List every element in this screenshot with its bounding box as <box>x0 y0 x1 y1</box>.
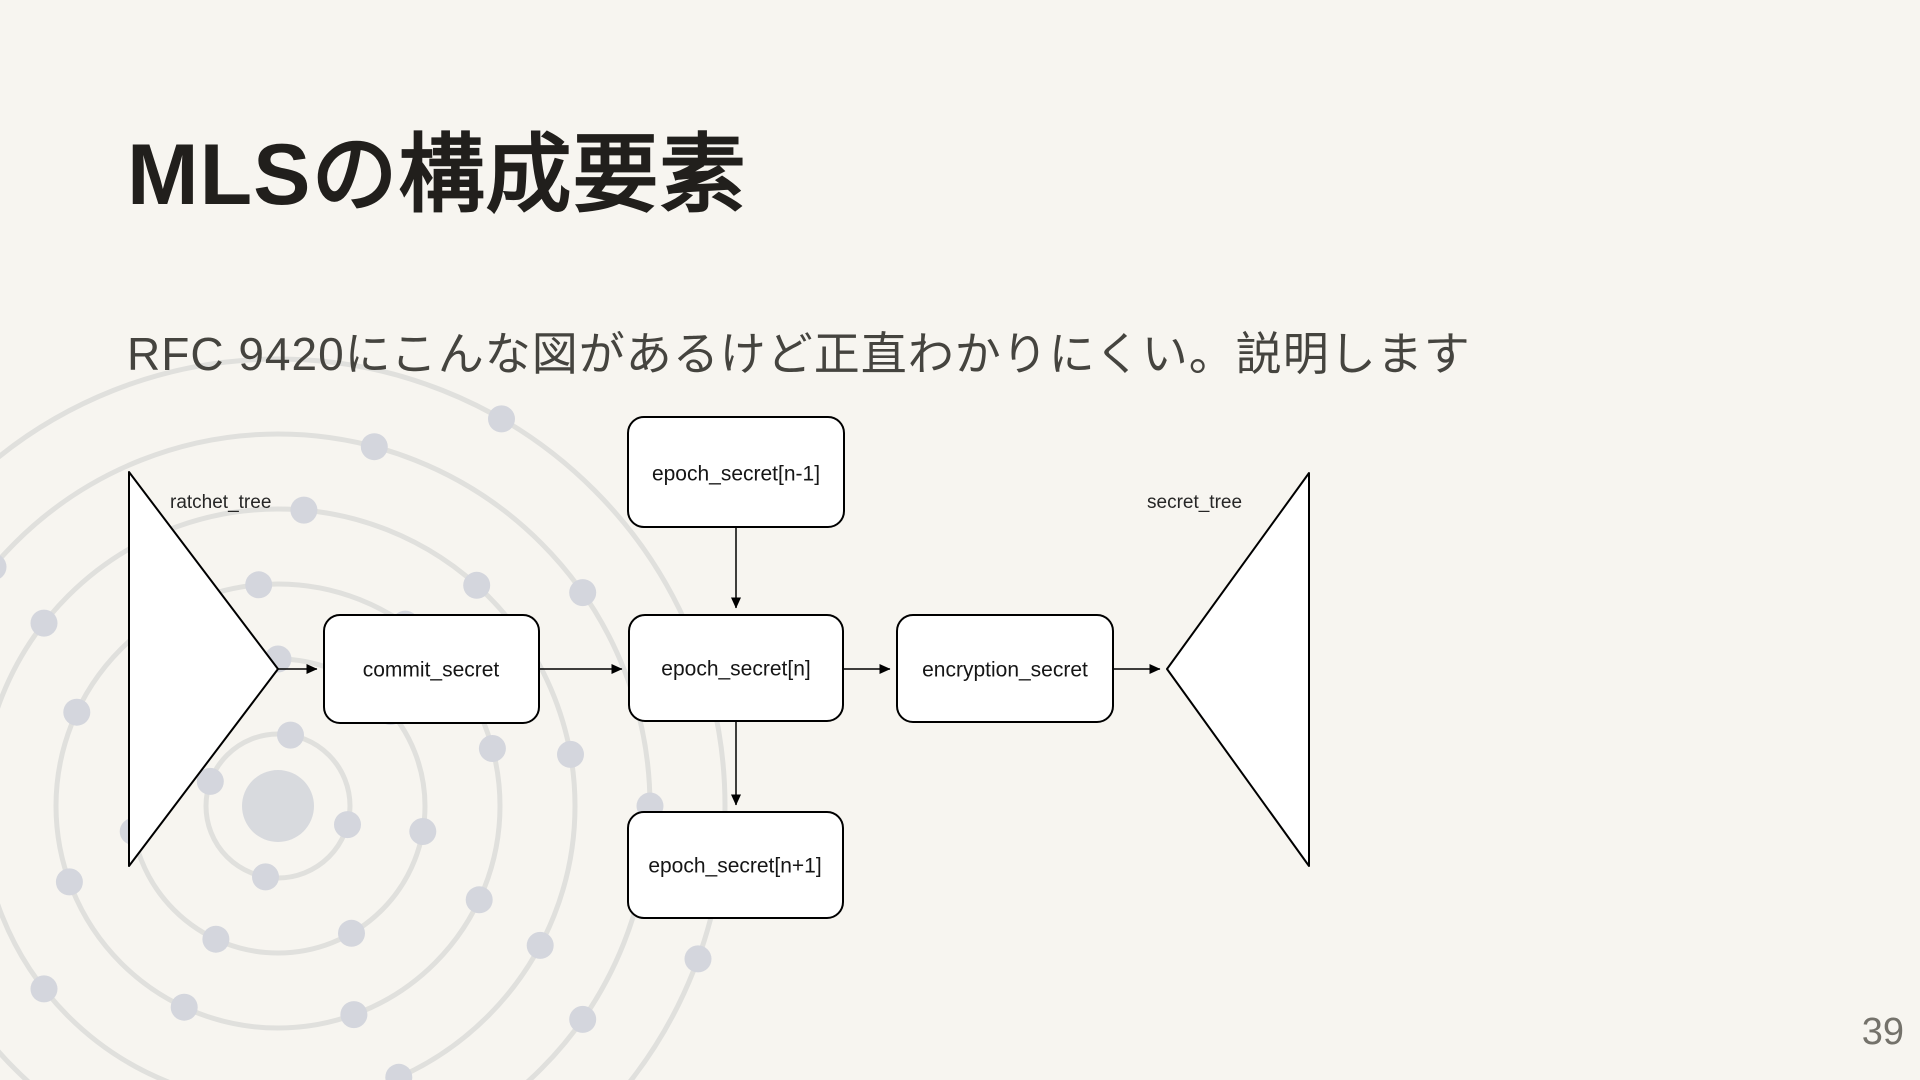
orbit-dot <box>465 886 493 914</box>
node-encryption-label: encryption_secret <box>922 659 1088 682</box>
ratchet-tree-label: ratchet_tree <box>170 492 271 513</box>
node-epoch-prev-label: epoch_secret[n-1] <box>652 463 820 486</box>
node-epoch-next-label: epoch_secret[n+1] <box>648 855 821 878</box>
node-epoch-next-box <box>627 811 844 919</box>
orbit-dot <box>63 698 91 726</box>
node-encryption-box <box>896 614 1114 723</box>
orbit-dot <box>245 571 273 599</box>
orbit-dot <box>409 818 437 845</box>
orbit-dot <box>202 925 230 953</box>
slide-subtitle: RFC 9420にこんな図があるけど正直わかりにくい。説明します <box>127 328 1471 380</box>
node-epoch-n: epoch_secret[n] <box>628 614 844 722</box>
orbit-dot <box>30 609 58 637</box>
orbit-dot <box>526 931 554 959</box>
orbit-dot <box>463 571 491 599</box>
orbit-dot <box>0 555 7 579</box>
node-commit: commit_secret <box>323 614 540 724</box>
orbit-dot <box>488 405 515 433</box>
secret-tree-label: secret_tree <box>1147 492 1242 513</box>
node-epoch-prev: epoch_secret[n-1] <box>627 416 845 528</box>
page-number: 39 <box>1861 1011 1904 1053</box>
node-epoch-n-label: epoch_secret[n] <box>661 658 810 681</box>
orbit-ring <box>0 506 578 1080</box>
node-epoch-prev-box <box>627 416 845 528</box>
orbit-dot <box>340 1001 368 1029</box>
orbit-dot <box>170 993 198 1021</box>
node-epoch-n-box <box>628 614 844 722</box>
orbit-center-circle <box>242 770 314 842</box>
orbit-ring <box>0 356 728 1080</box>
orbit-dot <box>338 919 365 947</box>
orbit-dot <box>385 1063 413 1080</box>
orbit-dot <box>557 740 584 768</box>
orbit-dot <box>334 811 361 839</box>
orbit-dot <box>290 496 318 524</box>
orbit-dot <box>196 767 224 795</box>
orbit-dot <box>55 868 83 896</box>
orbit-dot <box>478 735 506 762</box>
node-commit-label: commit_secret <box>363 659 500 682</box>
orbit-ring <box>0 431 653 1080</box>
orbit-dot <box>569 579 597 607</box>
node-epoch-next: epoch_secret[n+1] <box>627 811 844 919</box>
ratchet-tree-shape <box>128 471 279 867</box>
orbit-dot <box>252 863 279 891</box>
node-encryption: encryption_secret <box>896 614 1114 723</box>
secret-tree-shape <box>1166 472 1310 867</box>
orbit-ring <box>53 581 503 1031</box>
orbit-dot <box>684 945 712 973</box>
node-commit-box <box>323 614 540 724</box>
orbit-dot <box>360 433 388 461</box>
orbit-dot <box>30 975 58 1003</box>
slide-title: MLSの構成要素 <box>127 127 747 223</box>
orbit-dot <box>277 721 304 749</box>
orbit-dot <box>569 1005 597 1033</box>
